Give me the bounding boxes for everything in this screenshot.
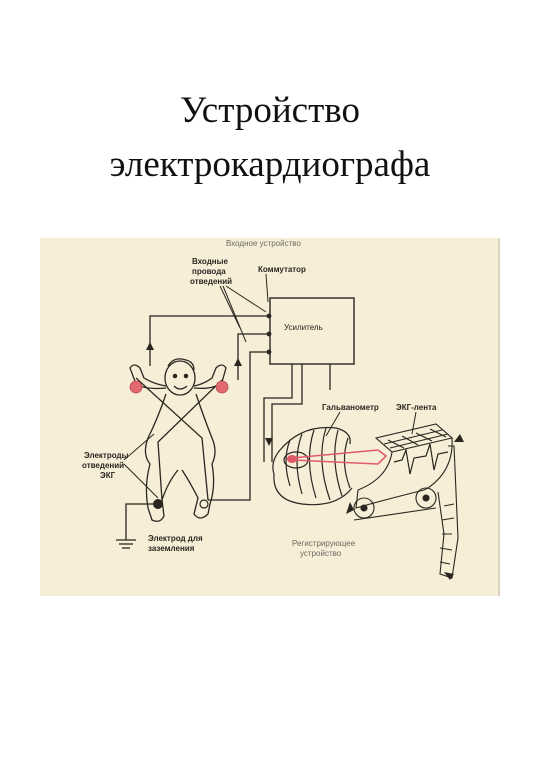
commutator-pointer <box>265 273 269 303</box>
label-ecg-tape: ЭКГ-лента <box>396 403 437 412</box>
svg-text:провода: провода <box>192 267 226 276</box>
svg-text:Регистрирующее: Регистрирующее <box>292 539 356 548</box>
diagram-canvas: Входное устройство Входные провода отвед… <box>82 238 500 596</box>
label-recorder: Регистрирующее устройство <box>292 539 356 558</box>
svg-text:Входные: Входные <box>192 257 228 266</box>
svg-text:Электроды: Электроды <box>84 451 129 460</box>
svg-text:отведений: отведений <box>190 277 232 286</box>
label-ground-electrode: Электрод для заземления <box>148 534 203 553</box>
title-line-2: электрокардиографа <box>109 144 431 185</box>
ground-electrode <box>153 499 163 509</box>
patient-figure <box>129 358 227 522</box>
svg-text:устройство: устройство <box>300 549 342 558</box>
commutator-contacts <box>266 313 272 355</box>
electrodes-pointers <box>123 433 159 499</box>
light-beam <box>291 449 388 465</box>
label-input-device: Входное устройство <box>226 239 301 248</box>
lead-wires <box>149 315 331 501</box>
galvanometer <box>272 426 353 506</box>
label-commutator: Коммутатор <box>258 265 306 274</box>
galvanometer-pointer <box>325 411 341 437</box>
leg-electrode <box>199 499 209 509</box>
amplifier-box <box>269 297 355 365</box>
recorder <box>353 423 459 579</box>
label-input-wires: Входные провода отведений <box>190 257 232 286</box>
svg-text:отведений: отведений <box>82 461 124 470</box>
motion-arrows <box>346 434 464 580</box>
ecg-device-diagram: Входное устройство Входные провода отвед… <box>40 238 500 596</box>
wires-pointers <box>219 285 267 343</box>
svg-text:заземления: заземления <box>148 544 195 553</box>
svg-text:ЭКГ: ЭКГ <box>100 471 116 480</box>
label-electrodes: Электроды отведений ЭКГ <box>82 451 129 480</box>
title-line-1: Устройство <box>180 90 360 131</box>
ecg-tape-pointer <box>411 411 417 435</box>
label-galvanometer: Гальванометр <box>322 403 379 412</box>
label-amplifier: Усилитель <box>284 323 323 332</box>
wire-arrows <box>146 342 273 446</box>
svg-text:Электрод для: Электрод для <box>148 534 203 543</box>
ground-wire <box>116 503 154 549</box>
galvanometer-mirror <box>287 455 297 463</box>
limb-electrodes <box>129 380 229 394</box>
